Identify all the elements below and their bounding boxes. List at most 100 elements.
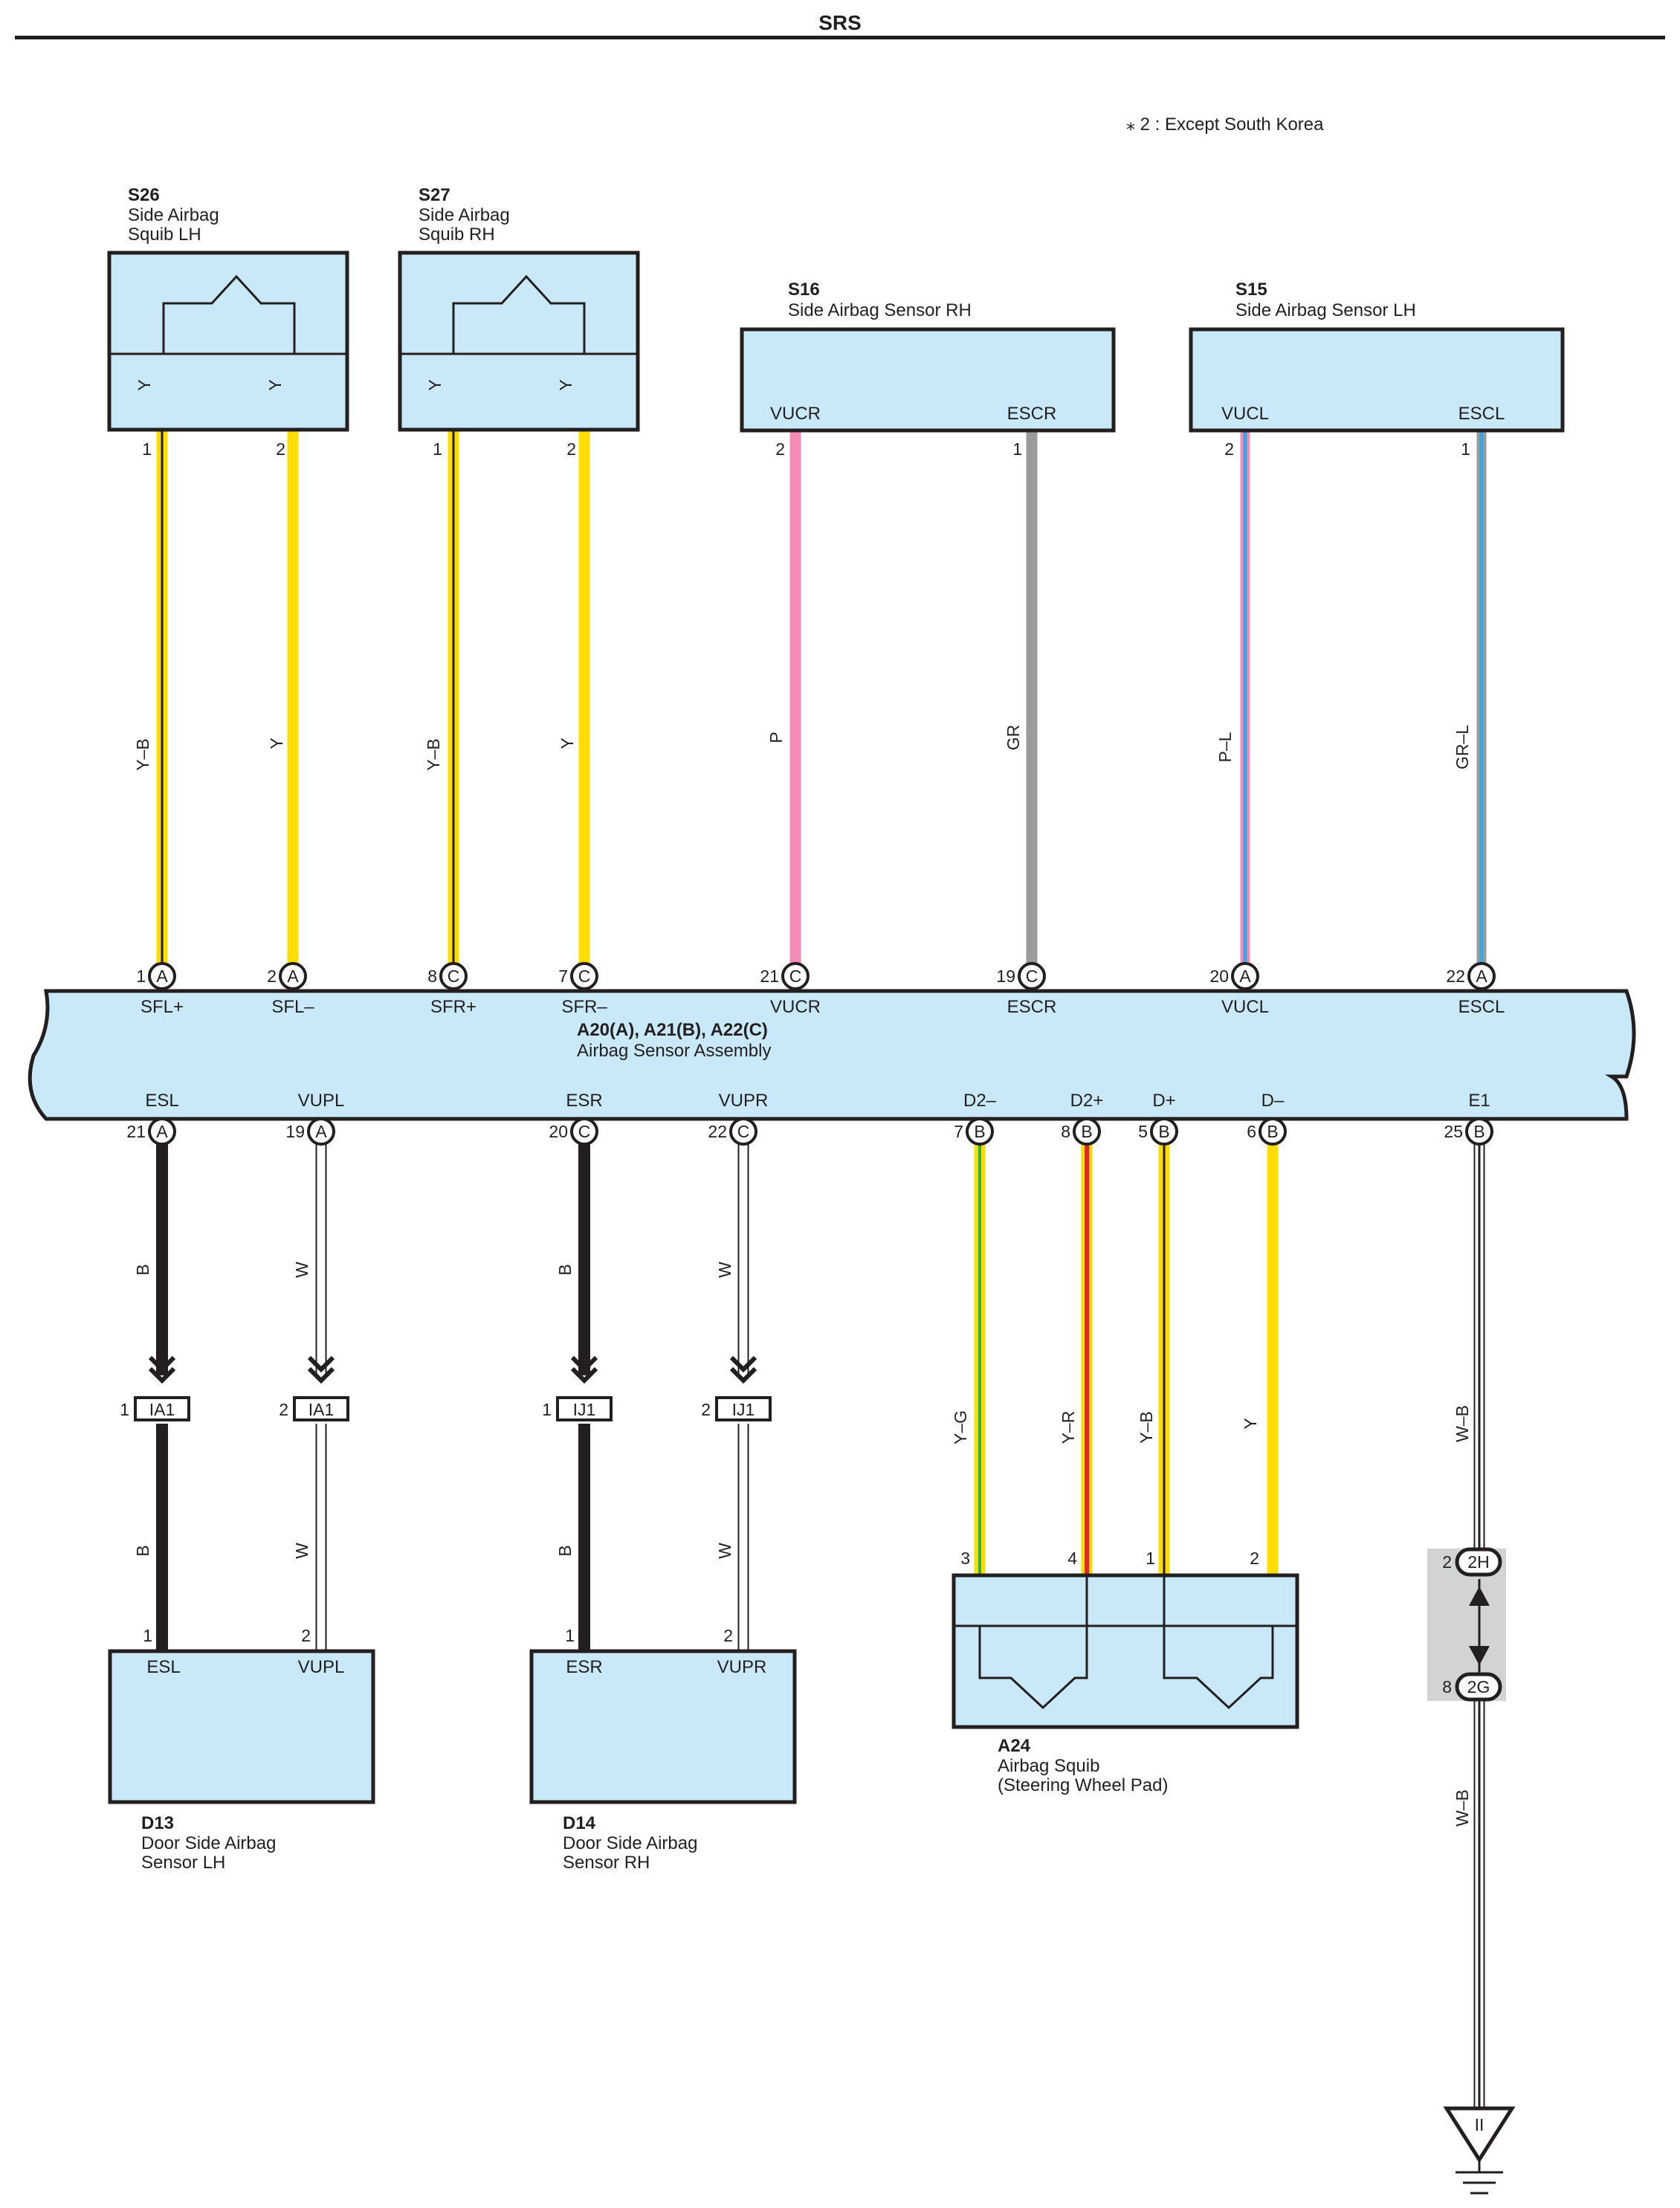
d13-signal-esl: ESL	[146, 1657, 180, 1677]
bottom-wire-color-labels: B W B W B W B W Y–G Y–R Y–B Y W–B W–B	[133, 1262, 1472, 1827]
assembly-badge-top-sfr-plus-conn: C	[448, 966, 460, 986]
s26-squib-symbol	[162, 274, 296, 354]
assembly-signal-d-plus: D+	[1152, 1091, 1175, 1111]
component-s16: S16 Side Airbag Sensor RH VUCR ESCR	[740, 280, 1116, 433]
assembly-signal-sfr-minus: SFR–	[561, 997, 607, 1017]
wire-esl-upper-color: B	[133, 1264, 152, 1275]
assembly-badge-bottom-vupr: C22	[708, 1117, 757, 1146]
component-d13: 1 2 ESL VUPL D13 Door Side Airbag Sensor…	[108, 1626, 375, 1873]
wire-d2-plus-color: Y–R	[1059, 1411, 1078, 1444]
s27-pin-2: 2	[566, 439, 576, 459]
a24-name-line1: Airbag Squib	[998, 1756, 1099, 1776]
d14-name-line1: Door Side Airbag	[563, 1833, 697, 1853]
assembly-badge-top-sfr-minus-conn: C	[578, 966, 591, 986]
a24-pin-4: 4	[1067, 1549, 1077, 1568]
s26-terminal-2-color: Y	[265, 379, 285, 390]
assembly-badge-top-vucl: A20	[1209, 962, 1259, 990]
wire-d2-minus-color: Y–G	[951, 1410, 970, 1444]
assembly-badge-bottom-vupl-pin: 19	[285, 1122, 305, 1141]
d13-box	[108, 1649, 375, 1804]
assembly-badge-bottom-d-minus-pin: 6	[1247, 1122, 1256, 1141]
assembly-signal-sfl-minus: SFL–	[271, 997, 314, 1017]
assembly-signal-d-minus: D–	[1261, 1091, 1285, 1111]
wire-sfr-minus-color: Y	[558, 737, 577, 749]
assembly-badge-top-escr-pin: 19	[996, 966, 1015, 986]
s16-signal-escr: ESCR	[1007, 404, 1057, 424]
junction-2g-pin: 8	[1442, 1677, 1452, 1697]
assembly-badge-bottom-esr-conn: C	[578, 1122, 591, 1141]
assembly-badge-bottom-d-plus: B5	[1138, 1117, 1178, 1146]
ground-mark: II	[1475, 2115, 1484, 2134]
wire-d-plus-color: Y–B	[1137, 1411, 1156, 1443]
d14-pin-2: 2	[723, 1626, 733, 1645]
assembly-signal-sfr-plus: SFR+	[430, 997, 476, 1017]
s27-squib-symbol	[452, 274, 586, 354]
assembly-signal-escr: ESCR	[1007, 997, 1057, 1017]
assembly-badge-top-escl: A22	[1446, 962, 1496, 990]
assembly-badge-bottom-esr-pin: 20	[549, 1122, 568, 1141]
s26-name-line2: Squib LH	[128, 225, 201, 245]
d14-name-line2: Sensor RH	[563, 1853, 650, 1873]
inline-connector-pin: 1	[120, 1400, 129, 1419]
wire-sfr-plus-color: Y–B	[424, 738, 443, 770]
assembly-signal-vupl: VUPL	[298, 1091, 345, 1111]
assembly-name: Airbag Sensor Assembly	[577, 1041, 771, 1061]
junction-connector: 2H 2 2G 8	[1427, 1547, 1506, 1702]
s27-name-line1: Side Airbag	[419, 205, 510, 225]
s26-code: S26	[128, 185, 160, 205]
s16-signal-vucr: VUCR	[770, 404, 821, 424]
inline-connector-pin: 2	[279, 1400, 288, 1419]
squib-terminal-labels: Y Y Y Y	[135, 379, 575, 390]
wire-vupr-lower-color: W	[715, 1543, 734, 1559]
wire-d-minus-color: Y	[1241, 1418, 1260, 1429]
assembly-badge-top-sfl-minus-conn: A	[287, 966, 299, 986]
assembly-badge-top-sfr-plus: C8	[427, 962, 468, 990]
assembly-signal-d2-plus: D2+	[1070, 1091, 1104, 1111]
assembly-badge-bottom-vupr-pin: 22	[708, 1122, 727, 1141]
assembly-badge-bottom-e1-pin: 25	[1444, 1122, 1463, 1141]
s27-box	[398, 251, 640, 432]
d14-signal-esr: ESR	[566, 1657, 602, 1677]
inline-connector-pin: 2	[701, 1400, 711, 1419]
junction-2g-code: 2G	[1467, 1677, 1490, 1697]
wire-e1-lower-color: W–B	[1453, 1789, 1472, 1827]
a24-pin-2: 2	[1250, 1549, 1259, 1568]
assembly-signal-escl: ESCL	[1458, 997, 1505, 1017]
a24-squib-symbol-2	[1163, 1575, 1274, 1710]
assembly-badge-bottom-d-minus: B6	[1247, 1117, 1287, 1146]
assembly-badge-bottom-d-plus-pin: 5	[1138, 1122, 1148, 1141]
assembly-badge-bottom-d2-plus: B8	[1061, 1117, 1101, 1146]
page-title: SRS	[818, 11, 862, 34]
assembly-badge-bottom-e1: B25	[1444, 1117, 1493, 1146]
assembly-badge-top-escr-conn: C	[1026, 966, 1038, 986]
assembly-badge-top-sfl-plus-conn: A	[156, 966, 168, 986]
assembly-badge-bottom-d2-minus-conn: B	[974, 1122, 985, 1141]
top-wire-color-labels: Y–B Y Y–B Y P GR P–L GR–L	[133, 725, 1472, 771]
junction-arrow-down	[1469, 1646, 1490, 1665]
assembly-badge-top-sfl-plus-pin: 1	[136, 966, 146, 986]
a24-pin-3: 3	[960, 1549, 970, 1568]
assembly-signal-sfl-plus: SFL+	[140, 997, 184, 1017]
assembly-signal-vucl: VUCL	[1221, 997, 1269, 1017]
d13-name-line1: Door Side Airbag	[141, 1833, 276, 1853]
wire-sfl-plus-color: Y–B	[133, 738, 152, 770]
assembly-badge-bottom-esl-pin: 21	[126, 1122, 146, 1141]
assembly-signal-e1: E1	[1468, 1091, 1490, 1111]
assembly-badge-bottom-vupl-conn: A	[315, 1122, 327, 1141]
s27-terminal-2-color: Y	[556, 379, 575, 390]
a24-box	[952, 1573, 1299, 1729]
component-airbag-sensor-assembly: A20(A), A21(B), A22(C) Airbag Sensor Ass…	[28, 989, 1636, 1121]
assembly-badge-bottom-esl-conn: A	[156, 1122, 168, 1141]
junction-arrow-up	[1469, 1586, 1490, 1606]
component-a24: 3 4 1 2 A24 Airbag Squib (Steering Wheel…	[952, 1549, 1299, 1795]
component-s15: S15 Side Airbag Sensor LH VUCL ESCL	[1189, 280, 1565, 433]
s15-pin-2: 2	[1224, 439, 1234, 459]
assembly-badge-bottom-vupl: A 19	[285, 1117, 335, 1146]
junction-2g-badge	[1455, 1672, 1502, 1702]
inline-connector-code: IA1	[149, 1400, 175, 1419]
wire-vupr-upper-color: W	[715, 1262, 734, 1278]
